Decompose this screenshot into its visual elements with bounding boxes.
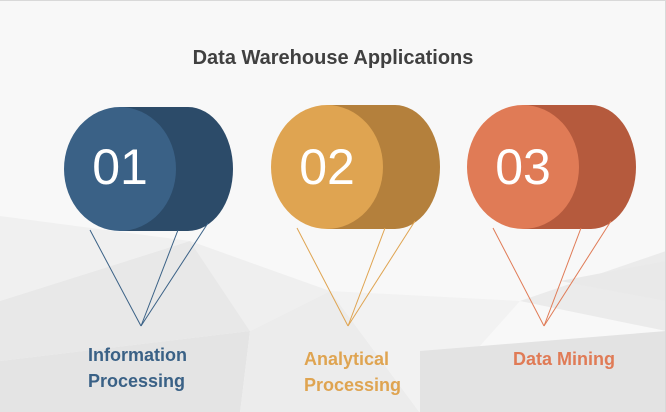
balloon-1-number: 01 xyxy=(92,139,148,195)
balloon-2-number: 02 xyxy=(299,139,355,195)
page-title: Data Warehouse Applications xyxy=(192,47,474,69)
balloon-2 xyxy=(271,105,440,327)
item-1-label: Information Processing xyxy=(88,342,187,394)
item-1-label-line2: Processing xyxy=(88,371,186,391)
balloon-3-front xyxy=(467,105,579,229)
balloon-2-front xyxy=(271,105,383,229)
item-3-label-line1: Data Mining xyxy=(513,349,615,369)
item-2-label: Analytical Processing xyxy=(304,346,401,398)
balloon-1-front xyxy=(64,107,176,231)
item-1-label-line1: Information xyxy=(88,345,187,365)
balloon-1-strings xyxy=(89,222,209,327)
balloon-3 xyxy=(467,105,636,327)
item-2-label-line2: Processing xyxy=(304,375,402,395)
balloon-3-number: 03 xyxy=(495,139,551,195)
item-2-label-line1: Analytical xyxy=(304,349,390,369)
item-3-label: Data Mining xyxy=(513,346,615,372)
balloon-1 xyxy=(64,107,233,327)
balloon-2-strings xyxy=(296,220,416,327)
balloon-3-strings xyxy=(492,220,612,327)
